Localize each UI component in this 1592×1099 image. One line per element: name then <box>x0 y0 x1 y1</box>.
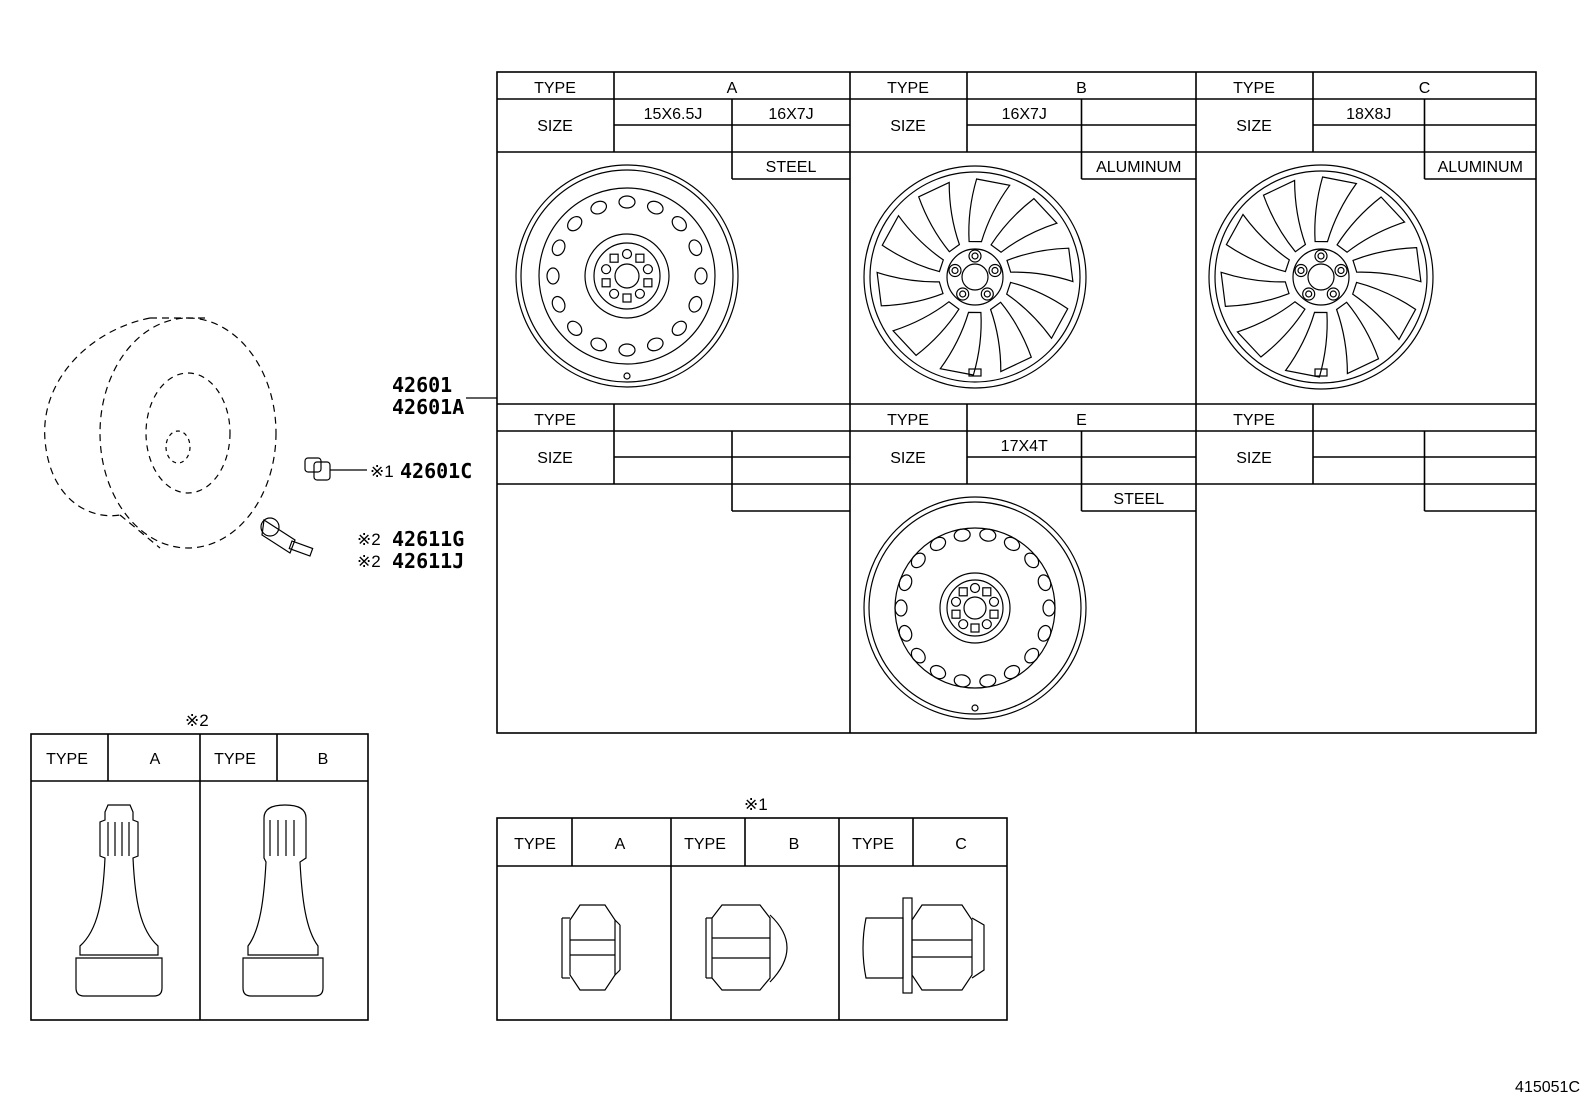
part-number-42601c: 42601C <box>400 459 472 483</box>
valve-table-title: ※2 <box>185 711 209 730</box>
nut-type-label-3: TYPE <box>852 836 894 853</box>
nut-b-drawing <box>705 904 788 991</box>
nut-a-drawing <box>561 904 621 991</box>
wheel-size-label: SIZE <box>1236 118 1272 135</box>
wheel-type-label: TYPE <box>1233 80 1275 97</box>
hub-nut-icon <box>304 457 367 481</box>
diagram-code: 415051C <box>1515 1079 1580 1096</box>
wheel-size-1: 17X4T <box>1001 438 1048 455</box>
part-number-42601: 42601 <box>392 373 452 397</box>
valve-type-label-1: TYPE <box>46 751 88 768</box>
wheel-size-label: SIZE <box>890 450 926 467</box>
wheel-material: ALUMINUM <box>1438 159 1523 176</box>
nut-type-label-1: TYPE <box>514 836 556 853</box>
wheel-type-label: TYPE <box>887 80 929 97</box>
note-mark-2b: ※2 <box>357 552 381 571</box>
wheel-type-value: B <box>1076 80 1087 97</box>
valve-type-table: TYPE A TYPE B <box>30 733 369 1021</box>
tire-wheel-drawing <box>44 317 277 549</box>
nut-type-b: B <box>789 836 800 853</box>
wheel-type-value: C <box>1419 80 1431 97</box>
wheel-type-label: TYPE <box>1233 412 1275 429</box>
wheel-size-2: 16X7J <box>768 106 813 123</box>
note-mark-2a: ※2 <box>357 530 381 549</box>
valve-type-b: B <box>318 751 329 768</box>
wheel-material: STEEL <box>1113 491 1164 508</box>
nut-c-drawing <box>862 897 985 994</box>
part-number-42601a: 42601A <box>392 395 464 419</box>
note-mark-1: ※1 <box>370 462 394 481</box>
wheel-c-aluminum-drawing <box>1208 164 1434 390</box>
wheel-size-label: SIZE <box>890 118 926 135</box>
wheel-size-label: SIZE <box>537 450 573 467</box>
wheel-size-1: 18X8J <box>1346 106 1391 123</box>
valve-stem-icon <box>260 517 314 557</box>
wheel-e-steel-drawing <box>863 496 1087 720</box>
wheel-b-aluminum-drawing <box>863 165 1087 389</box>
wheel-size-label: SIZE <box>537 118 573 135</box>
nut-type-label-2: TYPE <box>684 836 726 853</box>
nut-type-table: TYPE A TYPE B TYPE C <box>496 817 1008 1021</box>
valve-a-drawing <box>75 804 163 997</box>
nut-type-c: C <box>955 836 967 853</box>
wheel-type-label: TYPE <box>534 412 576 429</box>
nut-table-title: ※1 <box>744 795 768 814</box>
wheel-material: STEEL <box>766 159 817 176</box>
part-number-42611g: 42611G <box>392 527 464 551</box>
wheel-a-steel-drawing <box>515 164 739 388</box>
wheel-type-label: TYPE <box>887 412 929 429</box>
valve-type-a: A <box>150 751 161 768</box>
wheel-type-table: TYPE A SIZE 15X6.5J 16X7J STEEL TYPE B SIZE 16X7J… <box>496 71 1537 734</box>
wheel-material: ALUMINUM <box>1096 159 1181 176</box>
wheel-type-value: E <box>1076 412 1087 429</box>
wheel-type-value: A <box>727 80 738 97</box>
wheel-type-label: TYPE <box>534 80 576 97</box>
wheel-size-label: SIZE <box>1236 450 1272 467</box>
nut-type-a: A <box>615 836 626 853</box>
wheel-size-1: 16X7J <box>1002 106 1047 123</box>
part-number-42611j: 42611J <box>392 549 464 573</box>
valve-b-drawing <box>242 804 324 997</box>
wheel-size-1: 15X6.5J <box>644 106 703 123</box>
valve-type-label-2: TYPE <box>214 751 256 768</box>
